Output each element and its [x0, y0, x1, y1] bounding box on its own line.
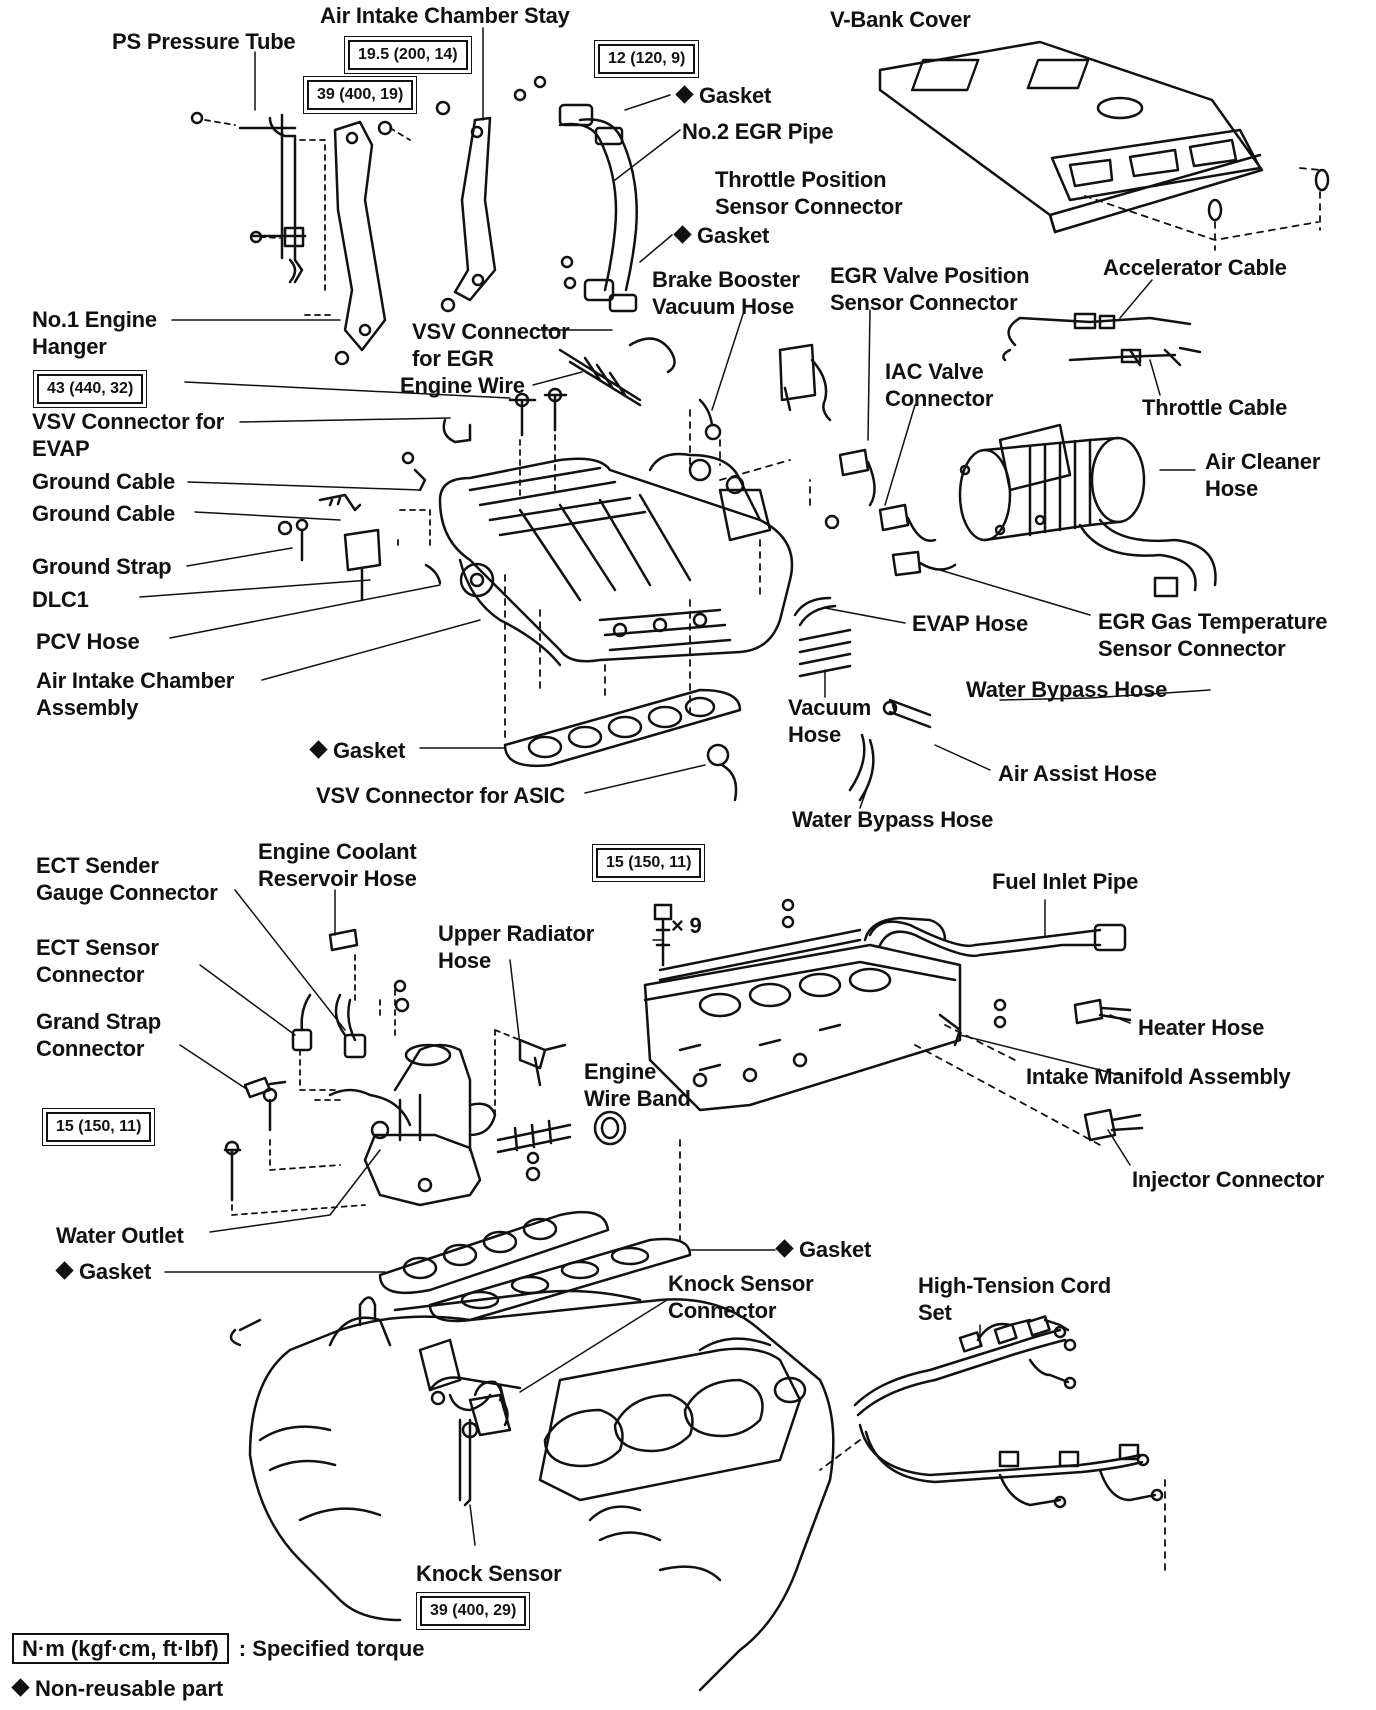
label-ground-cable-2: Ground Cable — [32, 501, 176, 526]
label-no2-egr-pipe: No.2 EGR Pipe — [682, 119, 834, 144]
air-intake-chamber-assembly-drawing — [438, 452, 794, 667]
label-dlc1: DLC1 — [32, 587, 89, 612]
torque-15-fuel: 15 (150, 11) — [591, 844, 706, 882]
non-reusable-diamond-icon — [309, 740, 328, 759]
label-gasket-4: Gasket — [775, 1236, 871, 1263]
vsv-asic-drawing — [706, 743, 738, 802]
high-tension-cord-set-drawing — [819, 1315, 1166, 1571]
legend-unit-desc: : Specified torque — [238, 1636, 425, 1661]
torque-43: 43 (440, 32) — [32, 370, 148, 408]
accelerator-cable-drawing — [1002, 312, 1202, 367]
label-air-assist-hose: Air Assist Hose — [998, 761, 1157, 786]
label-evap-hose: EVAP Hose — [912, 611, 1028, 636]
water-outlet-drawing — [328, 1043, 497, 1207]
label-ps-pressure-tube: PS Pressure Tube — [112, 29, 296, 54]
upper-radiator-hose-drawing — [496, 1110, 627, 1154]
air-intake-chamber-stay-drawing — [435, 100, 497, 313]
torque-19-5: 19.5 (200, 14) — [344, 36, 472, 74]
label-water-outlet: Water Outlet — [56, 1223, 184, 1248]
non-reusable-diamond-icon — [673, 225, 692, 244]
legend-specified-torque: N·m (kgf·cm, ft·lbf) : Specified torque — [12, 1633, 425, 1664]
knock-sensor-connector-drawing — [428, 1376, 522, 1507]
legend-unit-box: N·m (kgf·cm, ft·lbf) — [12, 1633, 229, 1664]
legend-non-reusable: Non-reusable part — [11, 1676, 223, 1702]
egr-valve-sensor-drawing — [778, 343, 832, 422]
intake-manifold-assembly-drawing — [643, 898, 1127, 1112]
label-heater-hose: Heater Hose — [1138, 1015, 1265, 1040]
engine-wire-drawing — [558, 348, 642, 407]
heater-injector-connectors-drawing — [679, 998, 1144, 1241]
label-injector-connector: Injector Connector — [1132, 1167, 1324, 1192]
label-engine-wire: Engine Wire — [400, 373, 525, 398]
ps-pressure-tube-drawing — [190, 111, 326, 291]
label-fuel-inlet-pipe: Fuel Inlet Pipe — [992, 869, 1139, 894]
no2-egr-pipe-drawing — [513, 75, 638, 313]
non-reusable-diamond-icon — [675, 85, 694, 104]
engine-wire-band-drawing — [494, 1029, 567, 1121]
label-gasket-3: Gasket — [309, 737, 405, 764]
label-intake-manifold-assembly: Intake Manifold Assembly — [1026, 1064, 1291, 1089]
label-gasket-5: Gasket — [55, 1258, 151, 1285]
torque-12: 12 (120, 9) — [593, 40, 700, 78]
label-air-intake-chamber-stay: Air Intake Chamber Stay — [320, 3, 570, 28]
torque-15-water-outlet: 15 (150, 11) — [41, 1108, 156, 1146]
upper-gasket-drawing — [503, 688, 742, 768]
non-reusable-diamond-icon — [775, 1239, 794, 1258]
vacuum-evap-hoses-drawing — [793, 596, 932, 802]
label-gasket-2: Gasket — [673, 222, 769, 249]
air-cleaner-hose-drawing — [958, 423, 1217, 598]
label-times-9: × 9 — [671, 913, 702, 938]
v-bank-cover-drawing — [878, 40, 1330, 251]
label-water-bypass-hose-2: Water Bypass Hose — [792, 807, 994, 832]
label-pcv-hose: PCV Hose — [36, 629, 140, 654]
label-gasket-1: Gasket — [675, 82, 771, 109]
fuel-bolt-drawing — [653, 903, 673, 967]
label-knock-sensor: Knock Sensor — [416, 1561, 562, 1586]
label-vsv-connector-for-asic: VSV Connector for ASIC — [316, 783, 566, 808]
label-ground-strap: Ground Strap — [32, 554, 172, 579]
no1-engine-hanger-drawing — [304, 120, 411, 366]
ect-connectors-drawing — [223, 928, 410, 1216]
engine-block-drawing — [229, 1289, 835, 1692]
label-ground-cable-1: Ground Cable — [32, 469, 176, 494]
label-water-bypass-hose-1: Water Bypass Hose — [966, 677, 1168, 702]
connectors-right-drawing — [824, 448, 957, 577]
label-v-bank-cover: V-Bank Cover — [830, 7, 971, 32]
torque-39-upper: 39 (400, 19) — [302, 76, 418, 114]
torque-39-knock: 39 (400, 29) — [415, 1592, 531, 1630]
label-accelerator-cable: Accelerator Cable — [1103, 255, 1287, 280]
non-reusable-diamond-icon — [55, 1261, 74, 1280]
non-reusable-diamond-icon — [11, 1678, 30, 1697]
brake-booster-hose-drawing — [628, 337, 722, 441]
lower-gaskets-drawing — [378, 1151, 692, 1323]
leader-lines — [139, 27, 1211, 1546]
label-throttle-cable: Throttle Cable — [1142, 395, 1288, 420]
left-mid-parts-drawing — [277, 387, 568, 602]
